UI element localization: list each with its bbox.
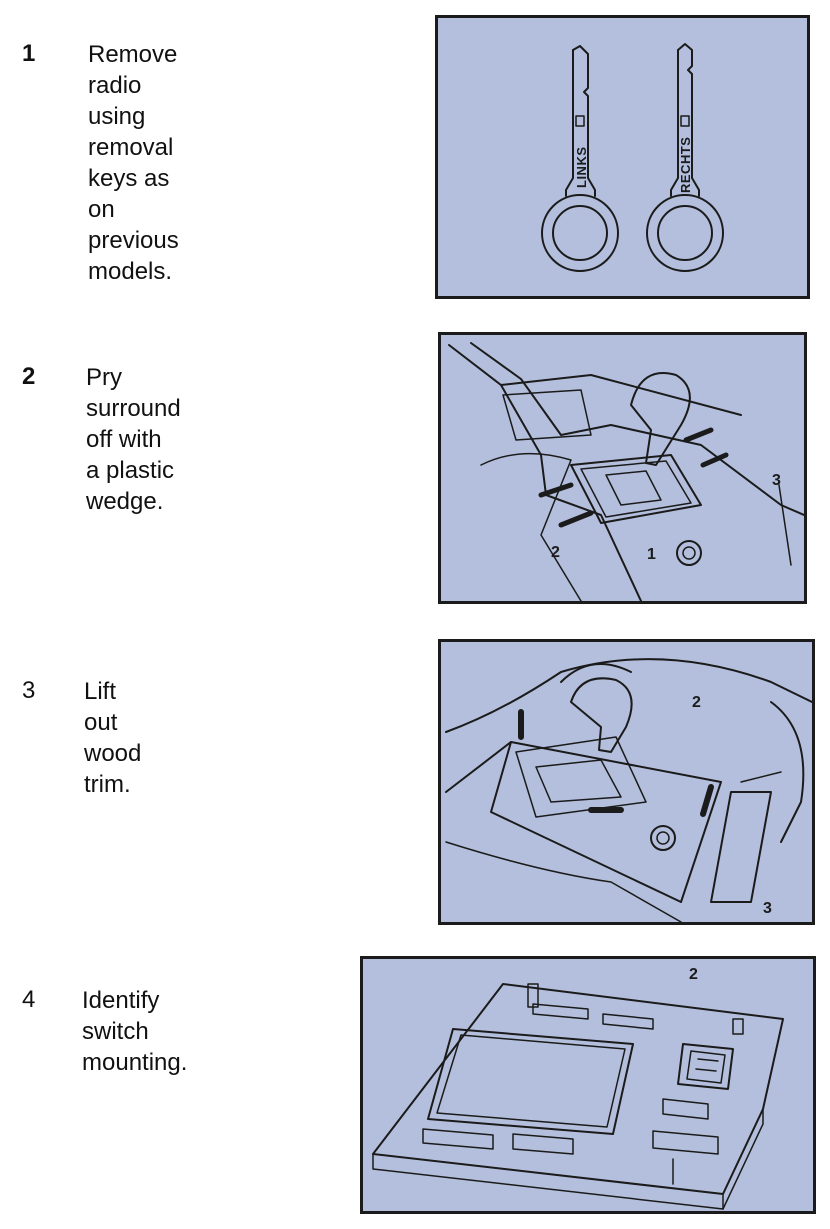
callout-2: 2 [551, 544, 560, 561]
lift-wood-trim-illustration: 2 3 [445, 658, 812, 922]
pry-surround-figure: 2 1 3 [438, 332, 807, 604]
key-right-label: RECHTS [678, 137, 693, 193]
step-number: 2 [22, 363, 36, 390]
step-instruction: Pry surround off with a plastic wedge. [86, 364, 181, 515]
step-instruction: Remove radio using removal keys as on pr… [88, 41, 179, 285]
step-instruction: Lift out wood trim. [84, 678, 142, 798]
step-number: 4 [22, 986, 36, 1013]
pry-surround-illustration: 2 1 3 [448, 342, 804, 601]
step-number: 3 [22, 677, 36, 704]
callout-1: 1 [647, 546, 656, 563]
callout-3: 3 [772, 472, 781, 489]
callout-3: 3 [763, 900, 772, 917]
lift-wood-trim-figure: 2 3 [438, 639, 815, 925]
callout-2: 2 [689, 966, 698, 983]
radio-removal-keys-figure: LINKS RECHTS [435, 15, 810, 299]
right-removal-key: RECHTS [646, 43, 724, 272]
switch-mounting-figure: 2 [360, 956, 816, 1214]
key-left-label: LINKS [574, 147, 589, 189]
left-removal-key: LINKS [541, 45, 619, 272]
switch-mounting-illustration: 2 [372, 966, 784, 1210]
step-instruction: Identify switch mounting. [82, 987, 188, 1076]
step-number: 1 [22, 40, 36, 67]
radio-removal-keys-illustration: LINKS RECHTS [541, 43, 724, 272]
callout-2: 2 [692, 694, 701, 711]
